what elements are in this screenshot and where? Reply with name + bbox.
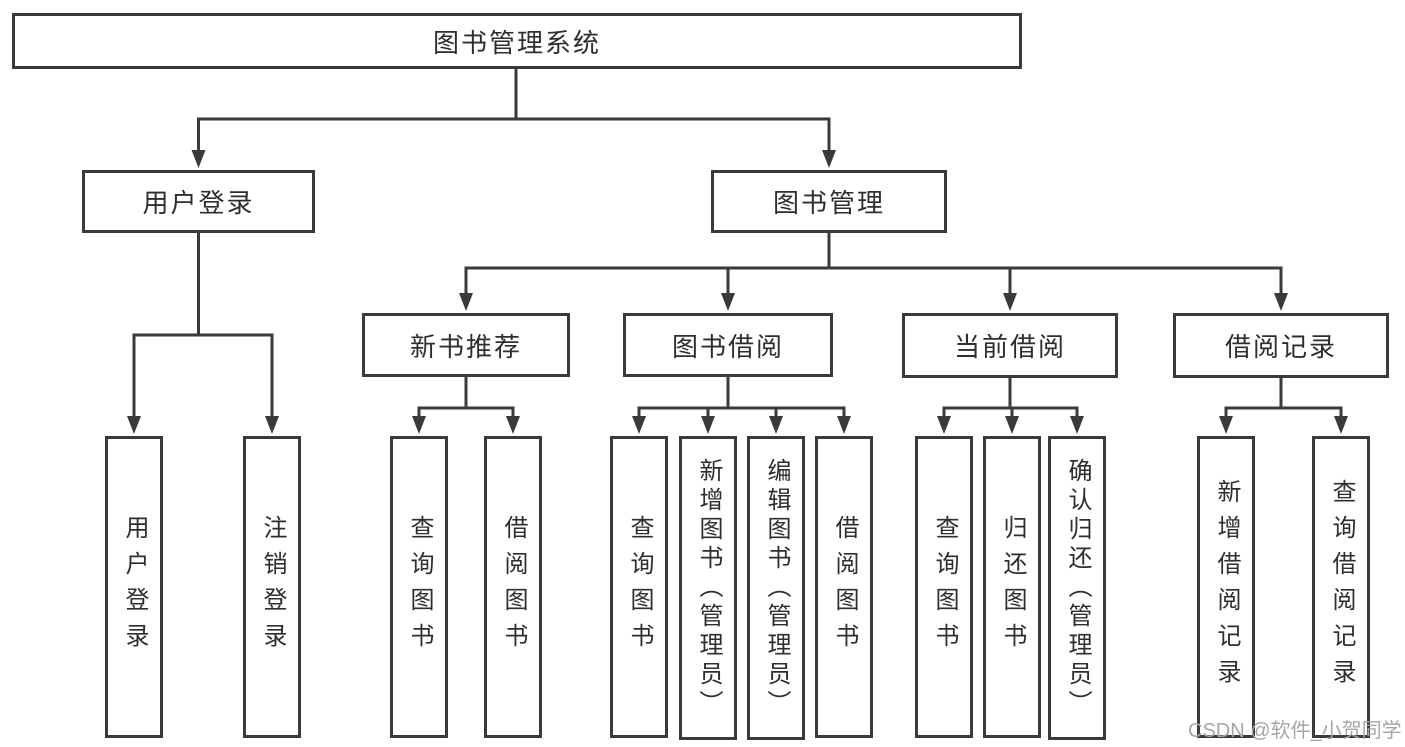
leaf-confirm-return-admin: 确认归还（管理员）: [1048, 436, 1106, 740]
leaf-add-book-admin: 新增图书（管理员）: [679, 436, 737, 740]
node-book-borrow-label: 图书借阅: [671, 331, 784, 362]
leaf-borrow-books-2: 借阅图书: [815, 436, 873, 738]
node-book-management-label: 图书管理: [772, 188, 885, 218]
node-current-borrow-label: 当前借阅: [953, 332, 1066, 362]
leaf-add-borrow-record: 新增借阅记录: [1197, 436, 1255, 738]
leaf-query-books-recommend-label: 查询图书: [406, 515, 433, 659]
leaf-query-borrow-record-label: 查询借阅记录: [1328, 479, 1355, 695]
node-user-login: 用户登录: [82, 170, 315, 233]
leaf-user-login-label: 用户登录: [121, 515, 148, 659]
leaf-borrow-books-2-label: 借阅图书: [831, 515, 858, 659]
leaf-query-books-recommend: 查询图书: [390, 436, 448, 738]
node-new-book-recommend: 新书推荐: [362, 313, 570, 377]
leaf-query-borrow-record: 查询借阅记录: [1312, 436, 1370, 738]
leaf-query-books-borrow: 查询图书: [610, 436, 668, 738]
leaf-return-book: 归还图书: [983, 436, 1041, 738]
leaf-logout-label: 注销登录: [259, 515, 286, 659]
node-root-label: 图书管理系统: [432, 27, 601, 58]
leaf-add-book-admin-label: 新增图书（管理员）: [695, 457, 722, 719]
node-book-borrow: 图书借阅: [623, 313, 833, 377]
leaf-query-books-current-label: 查询图书: [931, 515, 958, 659]
leaf-borrow-books-recommend: 借阅图书: [484, 436, 542, 738]
leaf-edit-book-admin-label: 编辑图书（管理员）: [763, 457, 790, 719]
node-book-management: 图书管理: [711, 170, 947, 233]
leaf-return-book-label: 归还图书: [999, 515, 1026, 659]
leaf-query-books-borrow-label: 查询图书: [626, 515, 653, 659]
node-root: 图书管理系统: [12, 13, 1022, 69]
node-user-login-label: 用户登录: [142, 188, 255, 218]
node-borrow-records-label: 借阅记录: [1224, 332, 1337, 362]
node-borrow-records: 借阅记录: [1173, 313, 1389, 378]
leaf-add-borrow-record-label: 新增借阅记录: [1213, 479, 1240, 695]
leaf-user-login: 用户登录: [105, 436, 163, 738]
leaf-borrow-books-recommend-label: 借阅图书: [500, 515, 527, 659]
watermark-text: CSDN @软件_小贺同学: [1188, 720, 1402, 742]
node-current-borrow: 当前借阅: [902, 313, 1118, 378]
leaf-confirm-return-admin-label: 确认归还（管理员）: [1064, 457, 1091, 719]
leaf-edit-book-admin: 编辑图书（管理员）: [747, 436, 805, 740]
node-new-book-recommend-label: 新书推荐: [409, 331, 522, 362]
leaf-query-books-current: 查询图书: [915, 436, 973, 738]
leaf-logout: 注销登录: [243, 436, 301, 738]
